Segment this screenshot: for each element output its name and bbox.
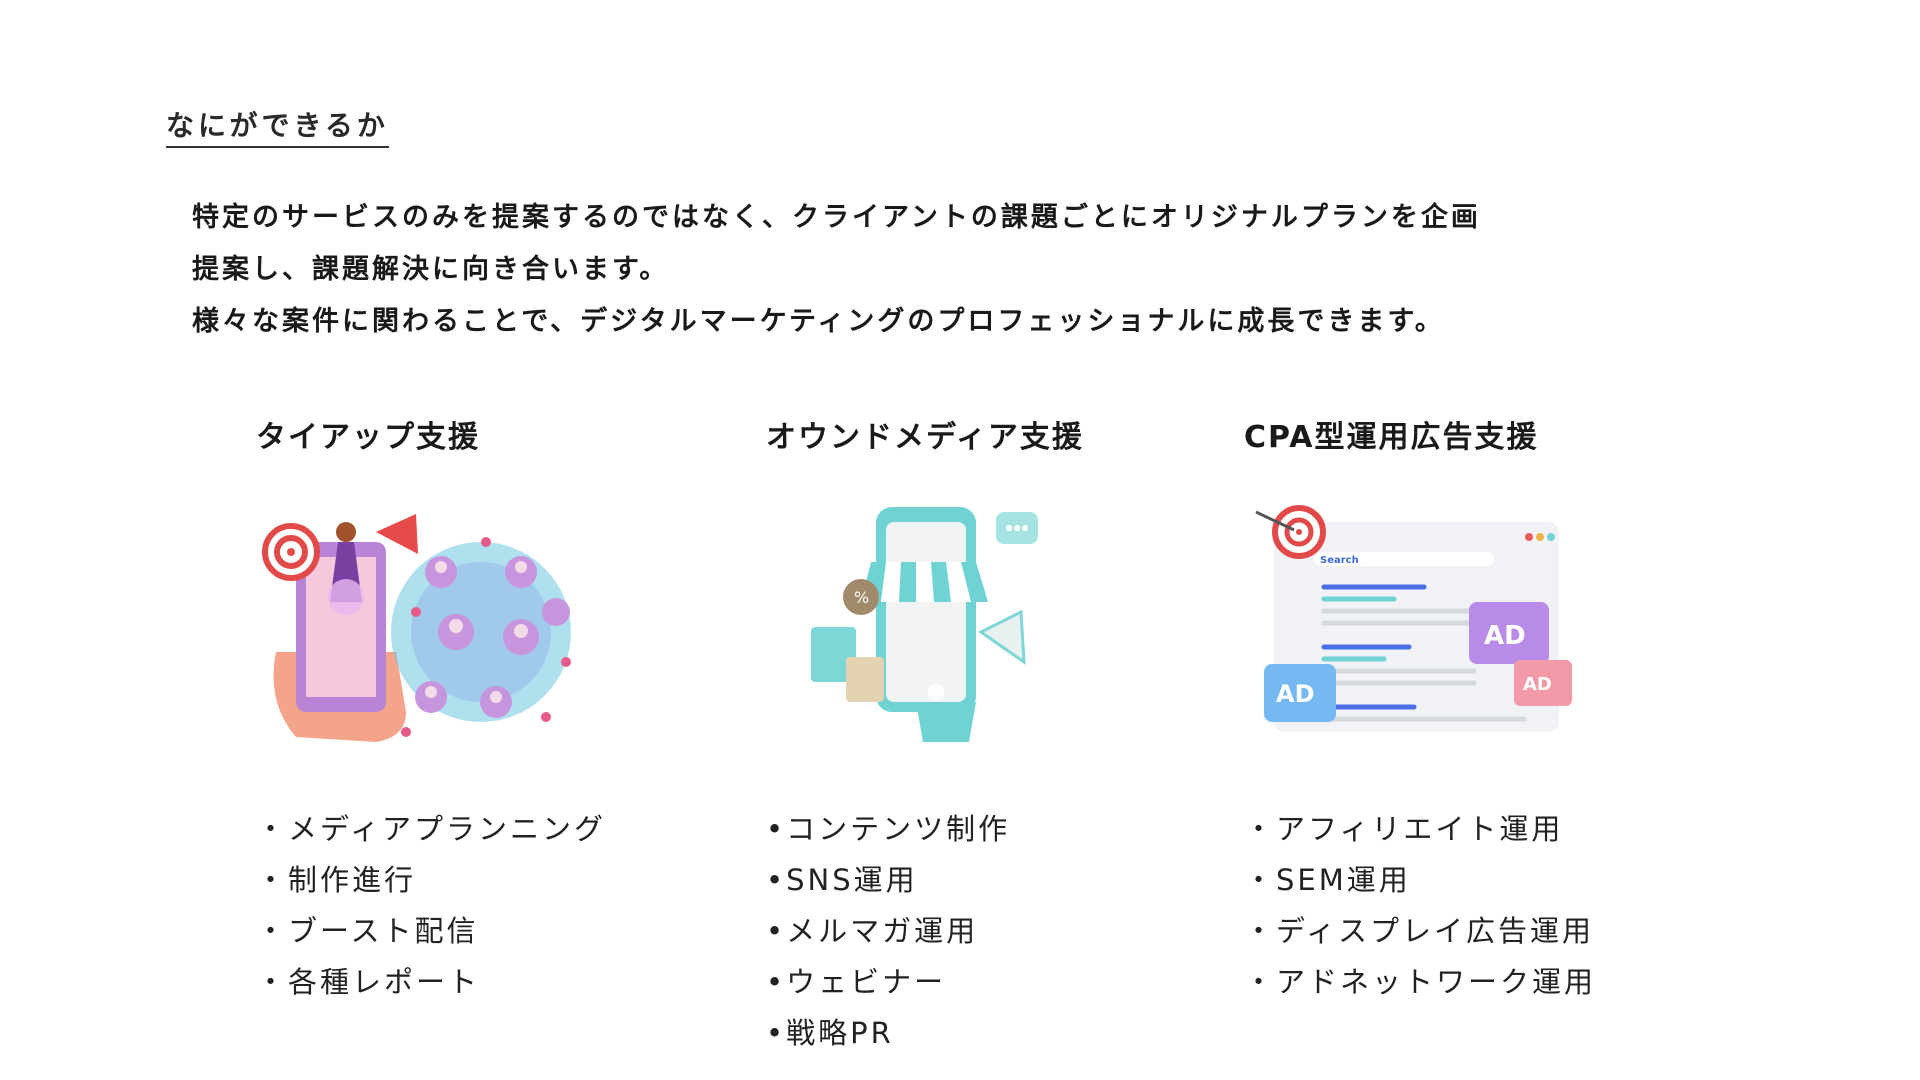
search-ad-illustration: Search AD AD [1244, 502, 1574, 762]
list-item: •戦略PR [766, 1016, 894, 1050]
ad-label: AD [1484, 621, 1526, 651]
column-title: タイアップ支援 [256, 420, 480, 455]
ad-label: AD [1523, 674, 1552, 695]
service-list: •コンテンツ制作 •SNS運用 •メルマガ運用 •ウェビナー •戦略PR [766, 804, 1206, 1059]
list-item: ・SEM運用 [1244, 863, 1411, 897]
smartphone-shop-illustration: % [766, 502, 1096, 762]
list-item: •ウェビナー [766, 965, 947, 999]
svg-text:%: % [854, 588, 869, 607]
column-title: CPA型運用広告支援 [1244, 420, 1539, 455]
intro-line: 様々な案件に関わることで、デジタルマーケティングのプロフェッショナルに成長できま… [192, 306, 1445, 337]
column-title: オウンドメディア支援 [766, 420, 1084, 455]
service-column-tieup: タイアップ支援 [256, 420, 696, 1008]
search-label: Search [1320, 555, 1359, 566]
list-item: ・メディアプランニング [256, 812, 606, 846]
list-item: •SNS運用 [766, 863, 918, 897]
intro-text: 特定のサービスのみを提案するのではなく、クライアントの課題ごとにオリジナルプラン… [192, 192, 1481, 348]
section-title: なにができるか [166, 108, 389, 149]
list-item: ・ブースト配信 [256, 914, 479, 948]
service-list: ・アフィリエイト運用 ・SEM運用 ・ディスプレイ広告運用 ・アドネットワーク運… [1244, 804, 1684, 1008]
list-item: ・アドネットワーク運用 [1244, 965, 1597, 999]
list-item: ・ディスプレイ広告運用 [1244, 914, 1594, 948]
ad-label: AD [1276, 680, 1315, 708]
service-list: ・メディアプランニング ・制作進行 ・ブースト配信 ・各種レポート [256, 804, 696, 1008]
service-column-owned-media: オウンドメディア支援 [766, 420, 1206, 1059]
influencer-network-illustration [256, 502, 586, 762]
intro-line: 特定のサービスのみを提案するのではなく、クライアントの課題ごとにオリジナルプラン… [192, 202, 1481, 233]
intro-line: 提案し、課題解決に向き合います。 [192, 254, 670, 285]
service-column-cpa-ads: CPA型運用広告支援 Search [1244, 420, 1684, 1008]
list-item: ・制作進行 [256, 863, 417, 897]
list-item: •コンテンツ制作 [766, 812, 1011, 846]
list-item: ・アフィリエイト運用 [1244, 812, 1564, 846]
list-item: ・各種レポート [256, 965, 481, 999]
list-item: •メルマガ運用 [766, 914, 979, 948]
